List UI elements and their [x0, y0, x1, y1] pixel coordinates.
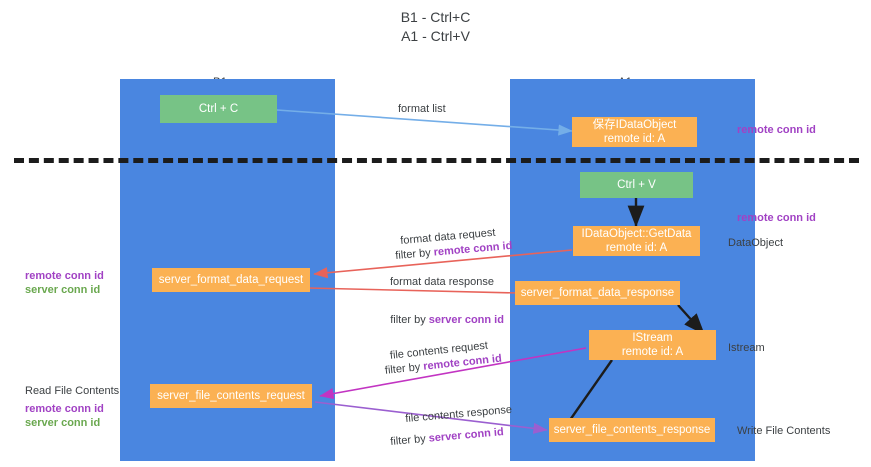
ctrl-c-box[interactable]: Ctrl + C — [160, 95, 277, 123]
istream-box[interactable]: IStream remote id: A — [589, 330, 716, 360]
annotation-left-server-conn-id-2: server conn id — [25, 417, 101, 429]
idataobject-getdata-box-line2: remote id: A — [605, 242, 668, 254]
server-file-contents-response-box-label: server_file_contents_response — [553, 424, 711, 436]
server-format-data-request-box-label: server_format_data_request — [158, 274, 304, 286]
ctrl-v-box-label: Ctrl + V — [617, 179, 656, 191]
edge-label-format-data-response-filter: filter by server conn id — [378, 299, 504, 341]
idataobject-box-line1: 保存IDataObject — [592, 119, 677, 131]
edge-label-file-contents-request-filter-key: remote conn id — [422, 352, 503, 373]
annotation-right-write-file-contents: Write File Contents — [737, 425, 831, 437]
edge-label-file-contents-request-filter-prefix: filter by — [384, 360, 424, 377]
server-file-contents-request-box-label: server_file_contents_request — [157, 390, 305, 402]
annotation-right-remote-conn-id-top: remote conn id — [737, 124, 816, 136]
istream-box-line1: IStream — [632, 332, 673, 344]
idataobject-getdata-box[interactable]: IDataObject::GetData remote id: A — [573, 226, 700, 256]
idataobject-getdata-box-line1: IDataObject::GetData — [581, 228, 692, 240]
ctrl-v-box[interactable]: Ctrl + V — [580, 172, 693, 198]
server-file-contents-response-box[interactable]: server_file_contents_response — [549, 418, 715, 442]
istream-box-line2: remote id: A — [621, 346, 684, 358]
diagram-title: B1 - Ctrl+C A1 - Ctrl+V — [400, 9, 471, 44]
annotation-left-remote-conn-id-2: remote conn id — [25, 403, 104, 415]
annotation-left-server-conn-id: server conn id — [25, 284, 101, 296]
edge-label-format-list: format list — [398, 103, 446, 115]
edge-label-file-contents-response-filter-key: server conn id — [428, 426, 505, 445]
edge-label-format-data-response: format data response — [390, 276, 494, 288]
server-file-contents-request-box[interactable]: server_file_contents_request — [150, 384, 312, 408]
edge-label-file-contents-response-filter-prefix: filter by — [389, 432, 430, 448]
idataobject-box[interactable]: 保存IDataObject remote id: A — [572, 117, 697, 147]
edge-label-format-data-request-filter-key: remote conn id — [433, 239, 513, 259]
edge-label-format-data-response-filter-prefix: filter by — [390, 314, 429, 326]
edge-label-format-data-response-filter-key: server conn id — [428, 314, 504, 326]
annotation-right-remote-conn-id-mid: remote conn id — [737, 212, 816, 224]
annotation-right-istream: Istream — [728, 342, 765, 354]
server-format-data-request-box[interactable]: server_format_data_request — [152, 268, 310, 292]
annotation-left-remote-conn-id: remote conn id — [25, 270, 104, 282]
phase-separator — [14, 158, 859, 163]
ctrl-c-box-label: Ctrl + C — [198, 103, 239, 115]
server-format-data-response-box[interactable]: server_format_data_response — [515, 281, 680, 305]
idataobject-box-line2: remote id: A — [603, 133, 666, 145]
annotation-right-dataobject: DataObject — [728, 237, 784, 249]
server-format-data-response-box-label: server_format_data_response — [520, 287, 675, 299]
edge-label-format-data-request-filter-prefix: filter by — [394, 246, 435, 262]
annotation-left-read-file-contents: Read File Contents — [25, 385, 120, 397]
